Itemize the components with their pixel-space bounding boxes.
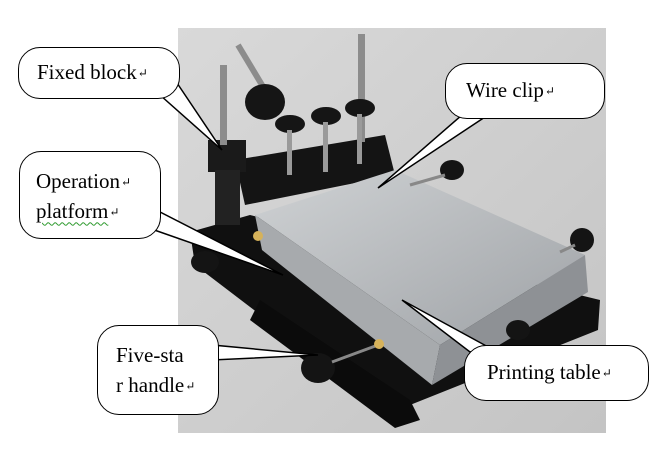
callout-printing-table: Printing table↵ [464, 345, 649, 401]
fixed-block-base [215, 170, 240, 225]
callout-wire-clip: Wire clip↵ [445, 63, 605, 119]
paragraph-mark: ↵ [137, 66, 148, 80]
brass-screw-front [374, 339, 384, 349]
rod-left [220, 65, 227, 145]
screw-3 [357, 114, 362, 164]
paragraph-mark: ↵ [185, 379, 196, 394]
callout-fixed-block-text: Fixed block [37, 60, 137, 84]
screw-1 [287, 130, 292, 175]
brass-screw-left [253, 231, 263, 241]
rod-right [358, 34, 365, 142]
star-knob-1 [275, 115, 305, 133]
callout-operation-platform-line1: Operation [36, 169, 120, 193]
five-star-handle-shaft [331, 343, 379, 364]
paragraph-mark: ↵ [601, 366, 612, 380]
callout-operation-platform-line2: platform [36, 199, 109, 224]
callout-five-star-line1: Five-sta [116, 343, 184, 367]
star-knob-2 [311, 107, 341, 125]
knob-right-shaft [559, 243, 576, 254]
screw-2 [323, 122, 328, 172]
star-knob-3 [345, 99, 375, 117]
five-star-handle-knob [301, 353, 335, 383]
knob-back-right [440, 160, 464, 180]
foot-left [191, 251, 219, 273]
knob-right [570, 228, 594, 252]
fixed-block-bar [235, 135, 395, 205]
callout-wire-clip-text: Wire clip [466, 78, 544, 102]
paragraph-mark: ↵ [109, 205, 120, 220]
paragraph-mark: ↵ [544, 84, 555, 98]
plate-front-edge [255, 215, 440, 385]
callout-fixed-block: Fixed block↵ [18, 47, 180, 99]
knob-back-right-shaft [409, 173, 446, 187]
callout-five-star-line2: r handle [116, 373, 185, 398]
knob-right-front [506, 320, 530, 340]
fixed-block [208, 140, 246, 172]
callout-operation-platform: Operation↵ platform↵ [19, 151, 161, 239]
printing-table-plate [255, 170, 585, 345]
round-knob [245, 84, 285, 120]
paragraph-mark: ↵ [120, 175, 132, 189]
base-frame-lower [250, 300, 420, 428]
callout-five-star-handle: Five-sta r handle↵ [97, 325, 219, 415]
callout-printing-table-text: Printing table [487, 360, 601, 384]
